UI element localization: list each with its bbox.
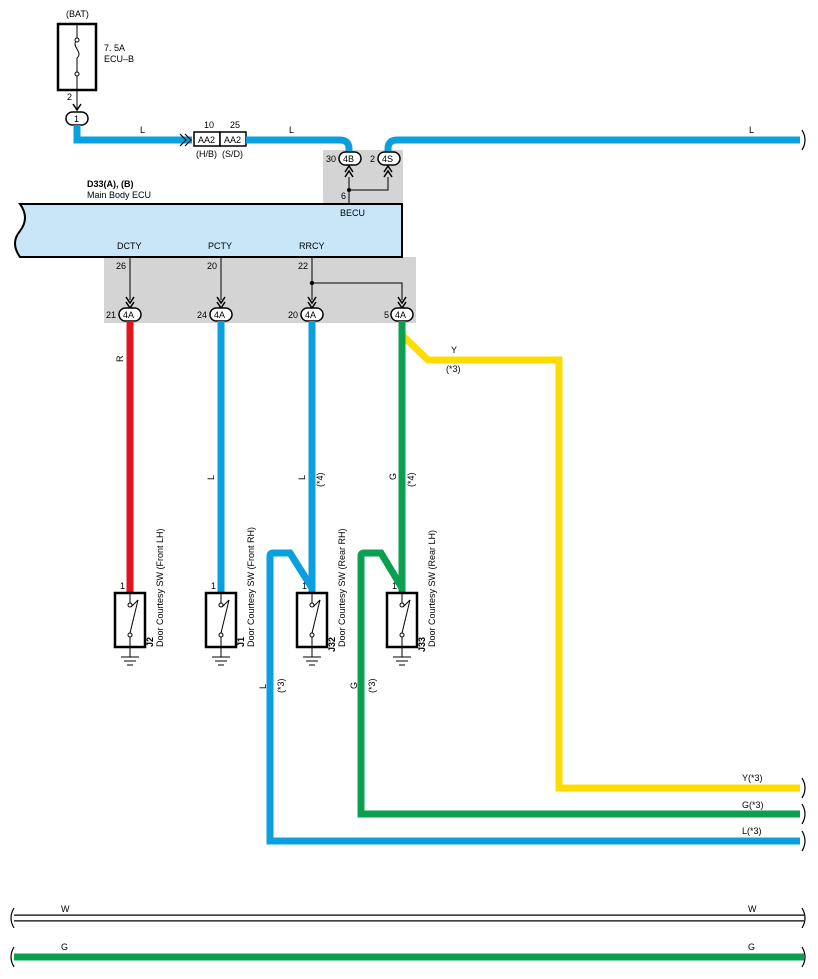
wire-label-l1: L (140, 125, 145, 135)
wire-l-bypass (266, 549, 800, 845)
wire-label-l-rear-rh: L (297, 475, 307, 480)
wire-label-r: R (115, 355, 125, 362)
wire-y-branch (399, 332, 800, 792)
pin-4b: 30 (326, 154, 336, 164)
wire-label-y: Y (451, 345, 457, 355)
junction-left-sub: (H/B) (196, 149, 217, 159)
becu-label: BECU (340, 208, 365, 218)
svg-text:1: 1 (392, 581, 397, 591)
ecu-id: D33(A), (B) (87, 179, 134, 189)
conn-pin-21: 21 (106, 310, 116, 320)
conn-pin-5: 5 (384, 310, 389, 320)
fuse-name: ECU–B (104, 54, 134, 64)
wire-break-top (801, 129, 806, 151)
wire-label-g-bypass: G (349, 682, 359, 689)
connector-4a-rl-label: 4A (395, 310, 406, 320)
switch-j32: 1 J32 Door Courtesy SW (Rear RH) (295, 528, 347, 666)
svg-text:J2: J2 (145, 637, 155, 647)
connector-4s (377, 151, 401, 166)
svg-text:1: 1 (302, 581, 307, 591)
wire-label-w-right: W (748, 904, 757, 914)
connector-4a-pcty-label: 4A (214, 310, 225, 320)
ecu-name: Main Body ECU (87, 190, 151, 200)
junction-right-sub: (S/D) (222, 149, 243, 159)
wire-l-top-right (384, 136, 800, 153)
junction-arrows (179, 133, 192, 147)
connector-4s-label: 4S (382, 154, 393, 164)
connector-4a-dcty-label: 4A (123, 310, 134, 320)
wire-label-g-right: G (748, 942, 755, 952)
output-label-g: G(*3) (742, 800, 764, 810)
signal-dcty: DCTY (117, 241, 142, 251)
wire-label-l2: L (289, 125, 294, 135)
main-body-ecu (14, 203, 403, 258)
ecu-pin-26: 26 (116, 261, 126, 271)
wire-note-y: (*3) (446, 364, 461, 374)
switch-j33: 1 J33 Door Courtesy SW (Rear LH) (385, 530, 437, 666)
fuse-source-label: (BAT) (66, 9, 89, 19)
wire-break-outputs (801, 777, 806, 852)
ecu-pin-22: 22 (298, 261, 308, 271)
wire-g-bypass (357, 549, 800, 818)
fuse-connector-label: 1 (74, 114, 79, 124)
svg-text:J32: J32 (327, 637, 337, 652)
output-label-l: L(*3) (742, 826, 762, 836)
junction-left-label: AA2 (198, 135, 215, 145)
svg-text:Door Courtesy SW (Front LH): Door Courtesy SW (Front LH) (155, 528, 165, 647)
wire-l-top-left (73, 125, 192, 144)
fuse-pin: 2 (67, 92, 72, 102)
output-label-y: Y(*3) (742, 773, 763, 783)
wire-note-g-bypass: (*3) (367, 678, 377, 693)
svg-text:Door Courtesy SW (Front RH): Door Courtesy SW (Front RH) (246, 527, 256, 647)
wire-label-l-bypass: L (258, 684, 268, 689)
fuse-rating: 7. 5A (104, 43, 125, 53)
connector-4b-label: 4B (343, 154, 354, 164)
svg-text:1: 1 (120, 581, 125, 591)
signal-rrcy: RRCY (299, 241, 325, 251)
connector-4b (338, 151, 362, 166)
junction-right-pin: 25 (230, 120, 240, 130)
ecu-signal-lines (129, 257, 403, 300)
svg-text:1: 1 (211, 581, 216, 591)
svg-text:J33: J33 (417, 637, 427, 652)
pin-6: 6 (341, 191, 346, 201)
wire-label-g-rear-lh: G (388, 473, 398, 480)
ecu-pin-20: 20 (207, 261, 217, 271)
svg-text:Door Courtesy SW (Rear RH): Door Courtesy SW (Rear RH) (337, 528, 347, 647)
svg-text:Door Courtesy SW (Rear LH): Door Courtesy SW (Rear LH) (427, 530, 437, 647)
switch-j2: 1 J2 Door Courtesy SW (Front LH) (113, 528, 165, 666)
connector-4a-rrcy-label: 4A (305, 310, 316, 320)
wire-l-top-mid (246, 136, 353, 153)
pin-4s: 2 (370, 154, 375, 164)
junction-right-label: AA2 (224, 135, 241, 145)
switch-j1: 1 J1 Door Courtesy SW (Front RH) (204, 527, 256, 666)
junction-left-pin: 10 (204, 120, 214, 130)
conn-pin-24: 24 (197, 310, 207, 320)
wire-label-l3: L (749, 125, 754, 135)
svg-text:J1: J1 (236, 637, 246, 647)
wire-note-rear-rh: (*4) (315, 472, 325, 487)
wire-label-w-left: W (61, 904, 70, 914)
wire-note-rear-lh: (*4) (406, 472, 416, 487)
wire-break-bottom (10, 907, 806, 968)
conn-pin-20: 20 (288, 310, 298, 320)
wire-label-l-front-rh: L (206, 475, 216, 480)
wire-note-l-bypass: (*3) (276, 678, 286, 693)
signal-pcty: PCTY (208, 241, 232, 251)
ecu-connector-area (104, 257, 416, 323)
wire-label-g-left: G (61, 942, 68, 952)
